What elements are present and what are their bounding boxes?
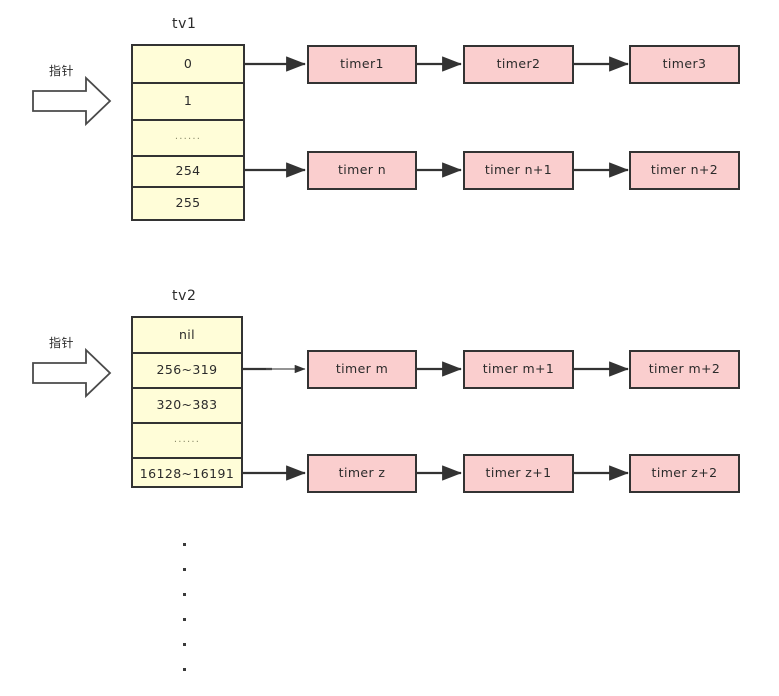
timer-node-timer-m[interactable]: timer m <box>307 350 417 389</box>
bucket-row-tv2-16128-16191[interactable]: 16128~16191 <box>139 466 235 482</box>
bucket-row-tv2-nil[interactable]: nil <box>133 318 241 354</box>
timer-node-timer-n[interactable]: timer n <box>307 151 417 190</box>
timer-node-timer-z-plus-1[interactable]: timer z+1 <box>463 454 574 493</box>
bucket-row-tv1-0[interactable]: 0 <box>133 46 243 84</box>
bucket-table-tv2: nil 256~319 320~383 ...... 16128~16191 <box>131 316 243 488</box>
timer-node-timer1[interactable]: timer1 <box>307 45 417 84</box>
bucket-row-tv2-320-383[interactable]: 320~383 <box>133 389 241 424</box>
ellipsis-dot <box>183 643 186 646</box>
bucket-row-tv2-ellipsis: ...... <box>133 424 241 459</box>
timer-node-timer-m-plus-2[interactable]: timer m+2 <box>629 350 740 389</box>
pointer-label-tv1: 指针 <box>49 64 75 78</box>
bucket-row-tv1-ellipsis: ...... <box>133 121 243 157</box>
pointer-arrow-tv1 <box>32 75 112 127</box>
bucket-row-tv1-254[interactable]: 254 <box>133 157 243 188</box>
timer-node-timer-m-plus-1[interactable]: timer m+1 <box>463 350 574 389</box>
pointer-arrow-tv2 <box>32 347 112 399</box>
ellipsis-dot <box>183 618 186 621</box>
timer-node-timer-n-plus-1[interactable]: timer n+1 <box>463 151 574 190</box>
bucket-table-tv1: 0 1 ...... 254 255 <box>131 44 245 221</box>
ellipsis-dot <box>183 668 186 671</box>
timer-node-timer3[interactable]: timer3 <box>629 45 740 84</box>
ellipsis-dot <box>183 568 186 571</box>
vertical-ellipsis-dots <box>183 543 189 673</box>
ellipsis-dot <box>183 543 186 546</box>
table-caption-tv1: tv1 <box>172 16 197 32</box>
timer-node-timer-z[interactable]: timer z <box>307 454 417 493</box>
bucket-row-tv1-255[interactable]: 255 <box>175 195 201 211</box>
bucket-row-tv2-256-319[interactable]: 256~319 <box>133 354 241 389</box>
bucket-row-tv1-1[interactable]: 1 <box>133 84 243 121</box>
ellipsis-dot <box>183 593 186 596</box>
pointer-label-tv2: 指针 <box>49 336 75 350</box>
timer-node-timer-n-plus-2[interactable]: timer n+2 <box>629 151 740 190</box>
table-caption-tv2: tv2 <box>172 288 197 304</box>
timer-node-timer2[interactable]: timer2 <box>463 45 574 84</box>
timer-node-timer-z-plus-2[interactable]: timer z+2 <box>629 454 740 493</box>
